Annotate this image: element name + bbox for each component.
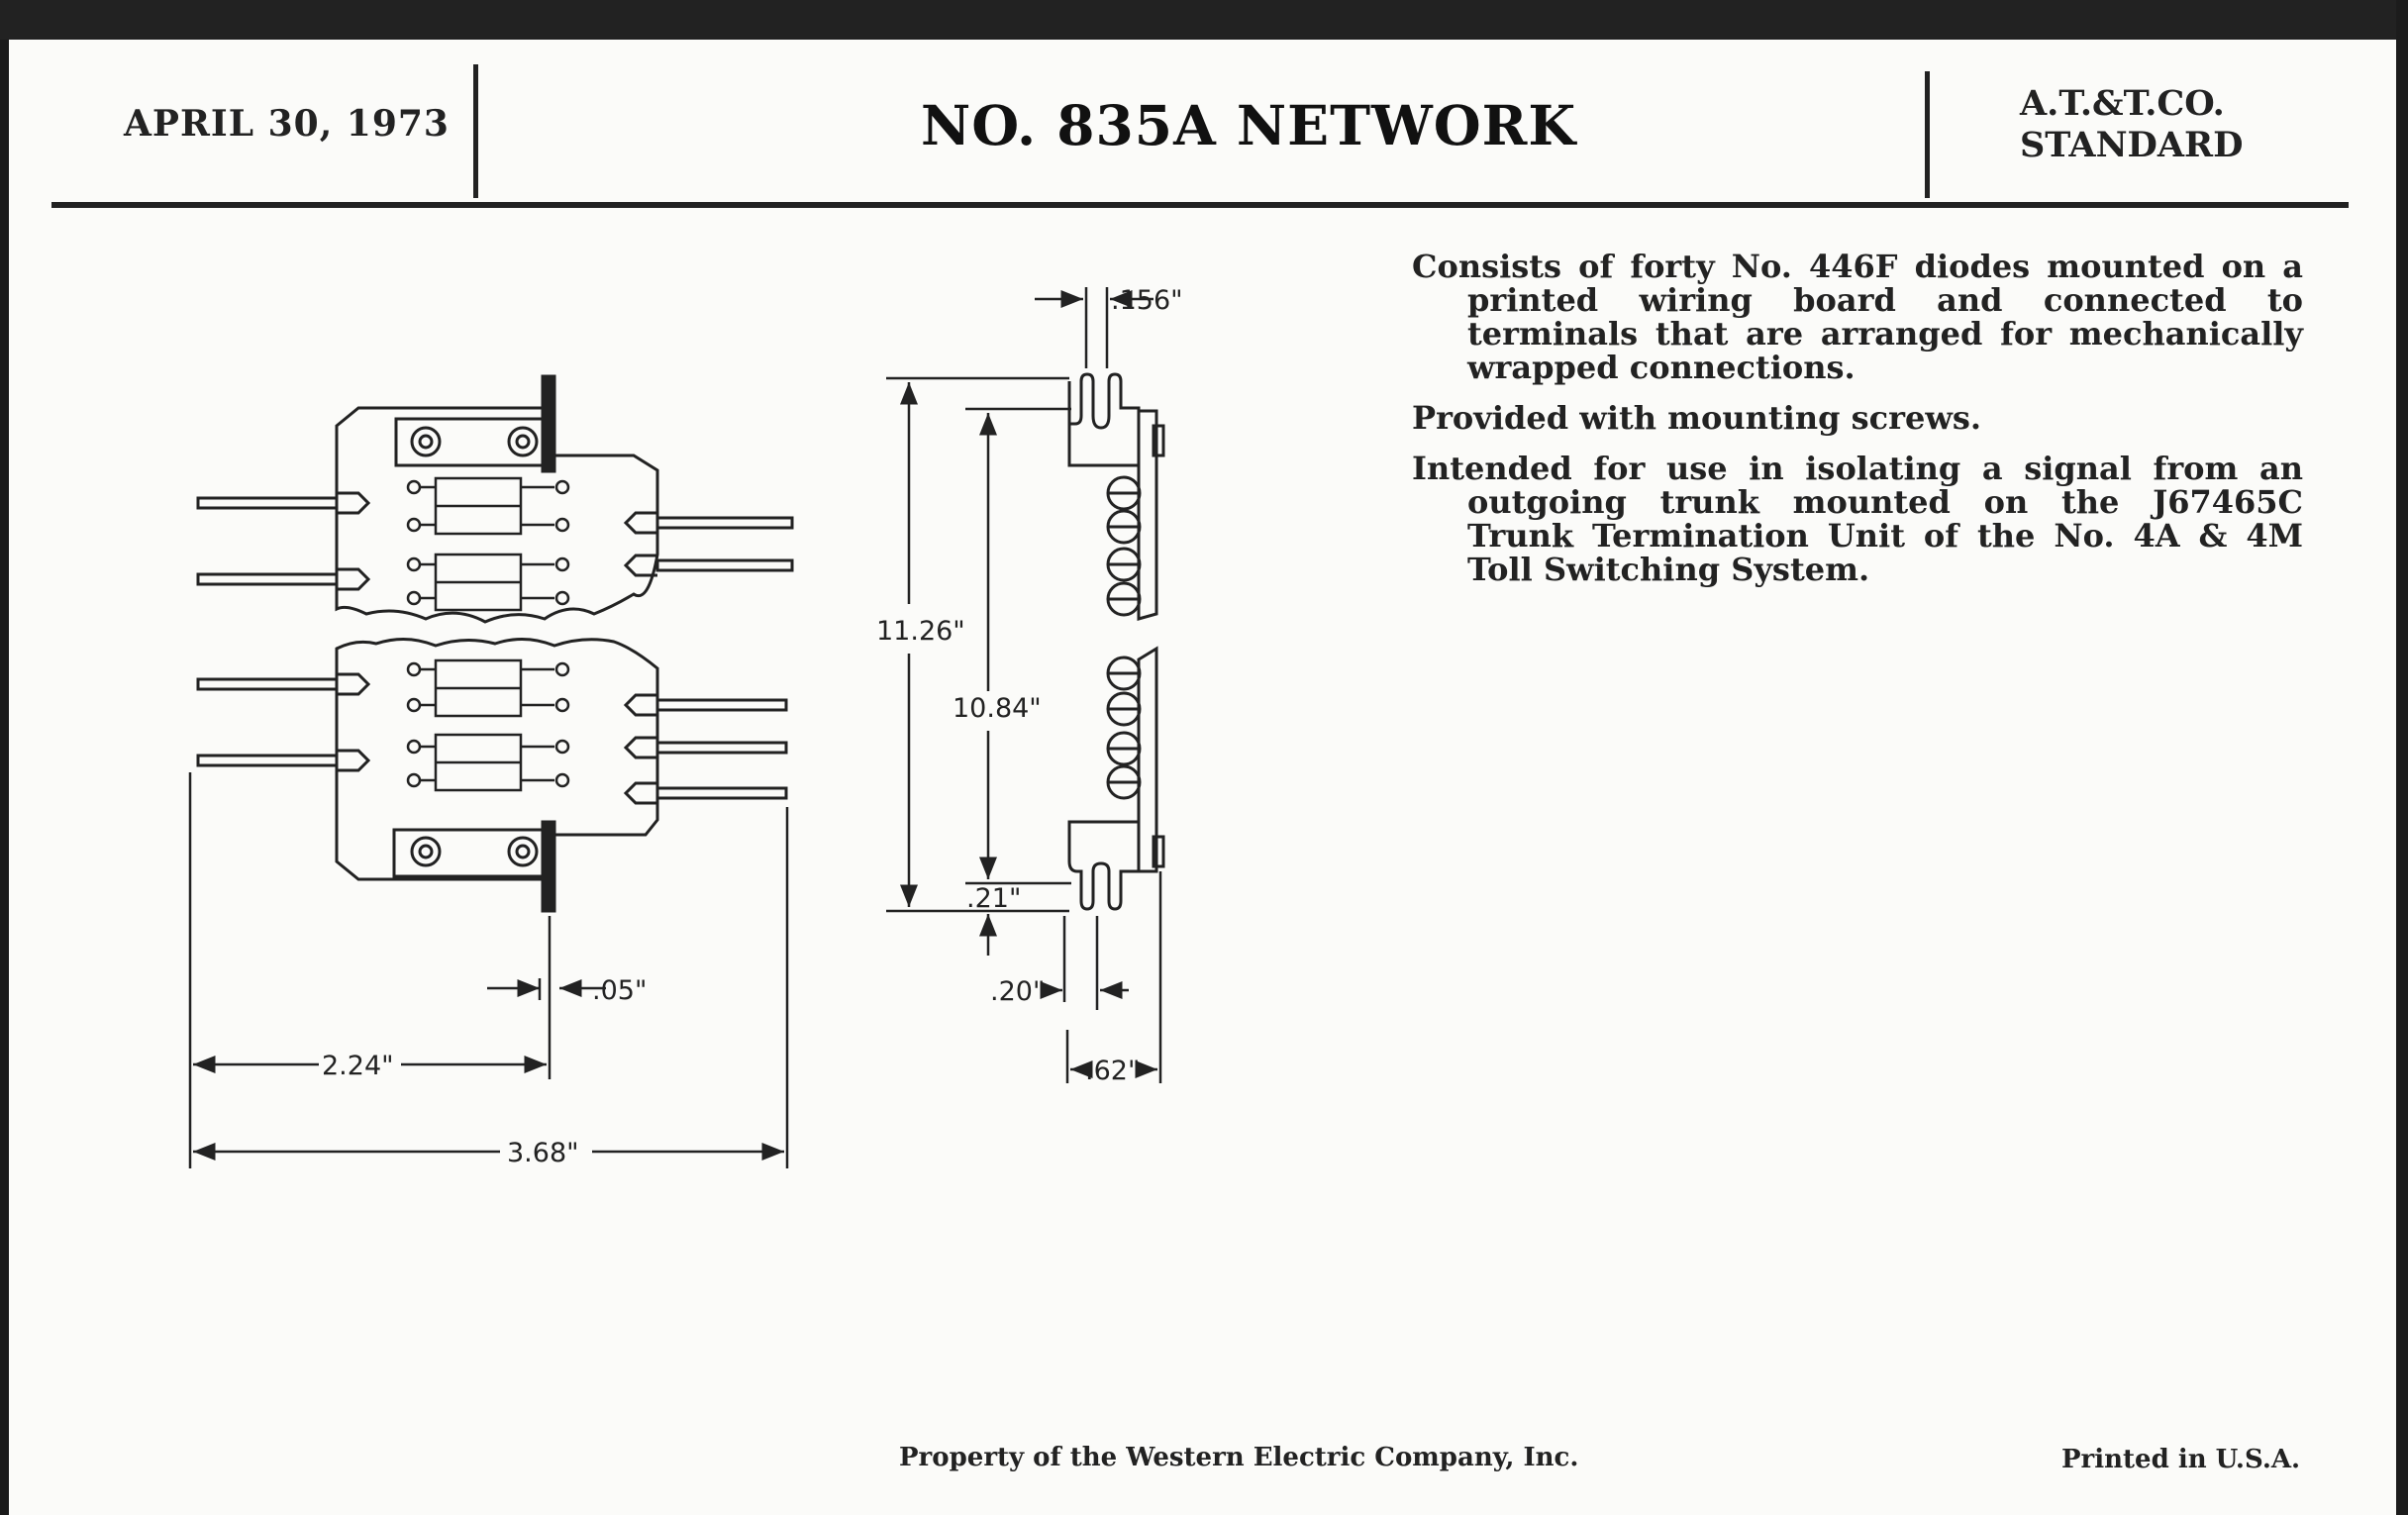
side-dimensions xyxy=(886,287,1162,1083)
top-bracket xyxy=(394,417,547,467)
description-paragraph-1: Consists of forty No. 446F diodes mounte… xyxy=(1412,248,2303,386)
scan-top-border xyxy=(0,0,2408,40)
front-lower-board xyxy=(335,638,659,881)
dim-depth-label: .62" xyxy=(1085,1056,1140,1086)
dim-bottom-label: .21" xyxy=(966,883,1021,914)
top-screw-left xyxy=(410,426,442,457)
side-diodes xyxy=(1106,475,1142,800)
right-terminals xyxy=(623,511,794,805)
front-view xyxy=(188,374,794,1168)
description-block: Consists of forty No. 446F diodes mounte… xyxy=(1412,250,2303,603)
dim-overall-width-label: 3.68" xyxy=(507,1138,579,1168)
header-divider-right xyxy=(1925,71,1930,198)
header-divider-left xyxy=(473,64,478,198)
front-upper-board xyxy=(335,406,659,624)
header-rule xyxy=(51,202,2349,208)
side-board xyxy=(1137,409,1158,621)
issue-date: APRIL 30, 1973 xyxy=(124,103,450,145)
top-bracket-flange xyxy=(541,374,556,473)
bottom-screw-right xyxy=(507,836,539,867)
page-title: NO. 835A NETWORK xyxy=(921,93,1577,157)
side-board-lower xyxy=(1137,646,1158,873)
front-dimensions xyxy=(188,772,789,1168)
dim-inner-height-label: 10.84" xyxy=(953,693,1042,724)
left-terminals xyxy=(196,491,371,772)
top-screw-right xyxy=(507,426,539,457)
dim-inner-width-label: 2.24" xyxy=(322,1051,394,1081)
bottom-bracket-flange xyxy=(541,820,556,913)
dim-thickness-label: .05" xyxy=(592,975,647,1006)
footer-property: Property of the Western Electric Company… xyxy=(899,1443,1579,1472)
diode-group xyxy=(406,476,570,792)
scan-right-border xyxy=(2396,0,2408,1515)
dim-offset-label: .20" xyxy=(990,976,1045,1007)
footer-printed: Printed in U.S.A. xyxy=(2061,1445,2301,1474)
description-paragraph-3: Intended for use in isolating a signal f… xyxy=(1412,450,2303,588)
data-sheet-card xyxy=(9,40,2396,1515)
dim-slot-label: .156" xyxy=(1111,285,1183,316)
side-bottom-bracket xyxy=(1067,820,1141,911)
description-paragraph-2: Provided with mounting screws. xyxy=(1412,399,1982,437)
side-top-bracket xyxy=(1067,372,1141,467)
side-view xyxy=(886,287,1165,1083)
dim-overall-height-label: 11.26" xyxy=(876,616,965,647)
bottom-screw-left xyxy=(410,836,442,867)
